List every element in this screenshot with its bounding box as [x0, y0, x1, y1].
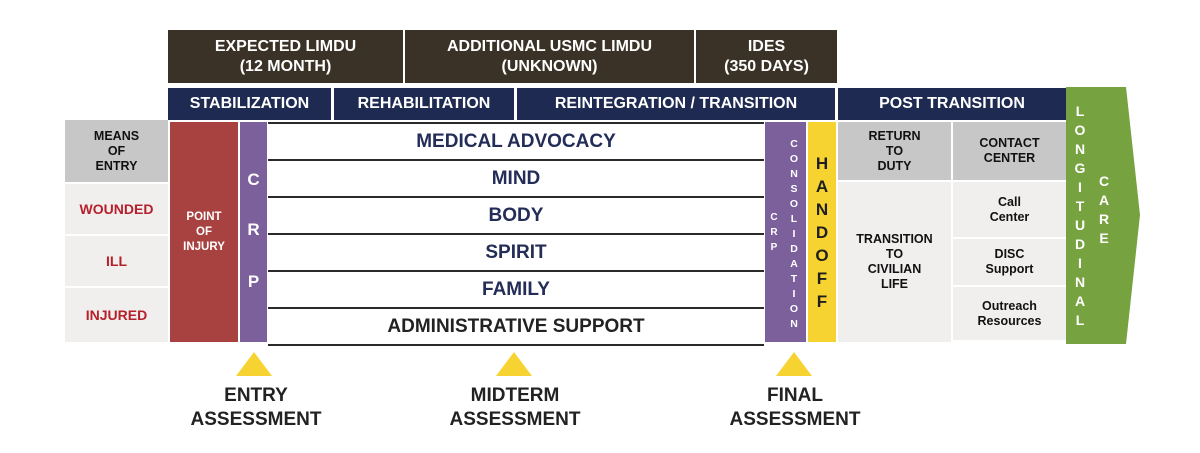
- row-medical-advocacy-label: MEDICAL ADVOCACY: [416, 130, 616, 152]
- handoff-letter-2: A: [815, 176, 829, 196]
- cons-letter-3: N: [790, 167, 798, 180]
- care-letter-2: A: [1098, 192, 1110, 208]
- cons-letter-8: D: [790, 242, 798, 255]
- post-transition-header: POST TRANSITION: [838, 88, 1066, 120]
- longitudinal-letters: L O N G I T U D I N A L: [1068, 100, 1092, 332]
- cons-letter-9: A: [790, 257, 798, 270]
- row-spirit: SPIRIT: [268, 235, 764, 272]
- crp-letter-c: C: [247, 170, 260, 189]
- final-assessment-triangle: [776, 352, 812, 376]
- entry-injured: INJURED: [65, 288, 168, 342]
- cons-letter-11: I: [792, 287, 796, 300]
- row-body: BODY: [268, 198, 764, 235]
- cons-letter-4: S: [790, 182, 798, 195]
- entry-wounded: WOUNDED: [65, 184, 168, 234]
- longitudinal-letter-2: O: [1074, 122, 1086, 138]
- handoff-letter-3: N: [815, 199, 829, 219]
- crp-consolidation-bar: C R P C O N S O L I D A T I O N: [765, 122, 806, 342]
- cons-letter-12: O: [789, 302, 799, 315]
- longitudinal-letter-7: U: [1074, 217, 1086, 233]
- row-administrative-support: ADMINISTRATIVE SUPPORT: [268, 309, 764, 346]
- longitudinal-letter-12: L: [1075, 312, 1085, 328]
- row-body-label: BODY: [488, 204, 544, 226]
- expected-limdu-header: EXPECTED LIMDU (12 MONTH): [168, 30, 403, 83]
- ides-header: IDES (350 DAYS): [696, 30, 837, 83]
- care-letter-4: E: [1099, 230, 1109, 246]
- point-of-injury-label: POINT OF INJURY: [183, 210, 225, 253]
- longitudinal-care-arrow: [1066, 87, 1140, 344]
- disc-support-box: DISC Support: [953, 239, 1066, 285]
- longitudinal-letter-10: N: [1074, 274, 1086, 290]
- longitudinal-letter-6: T: [1075, 198, 1085, 214]
- crp-letter-p: P: [247, 272, 260, 291]
- row-mind-label: MIND: [491, 167, 541, 189]
- handoff-bar: H A N D O F F: [808, 122, 836, 342]
- return-to-duty-box: RETURN TO DUTY: [838, 122, 951, 180]
- handoff-letter-5: O: [815, 245, 829, 265]
- row-administrative-support-label: ADMINISTRATIVE SUPPORT: [387, 315, 645, 337]
- longitudinal-letter-11: A: [1074, 293, 1086, 309]
- row-mind: MIND: [268, 161, 764, 198]
- cons-letter-1: C: [790, 137, 798, 150]
- row-family-label: FAMILY: [482, 278, 550, 300]
- final-assessment-label: FINAL ASSESSMENT: [729, 385, 861, 430]
- cons-letter-7: I: [792, 227, 796, 240]
- midterm-assessment-triangle: [496, 352, 532, 376]
- handoff-letter-7: F: [816, 291, 828, 311]
- consolidation-letters: C O N S O L I D A T I O N: [785, 134, 803, 334]
- cons-crp-letter-1: C: [770, 211, 778, 223]
- longitudinal-letter-3: N: [1074, 141, 1086, 157]
- means-of-entry-header: MEANS OF ENTRY: [65, 120, 168, 182]
- entry-assessment-label: ENTRY ASSESSMENT: [190, 385, 322, 430]
- cons-letter-10: T: [790, 272, 798, 285]
- stabilization-header: STABILIZATION: [168, 88, 331, 120]
- cons-letter-2: O: [789, 152, 799, 165]
- reintegration-transition-header: REINTEGRATION / TRANSITION: [517, 88, 835, 120]
- call-center-box: Call Center: [953, 182, 1066, 237]
- entry-assessment-triangle: [236, 352, 272, 376]
- additional-usmc-limdu-header: ADDITIONAL USMC LIMDU (UNKNOWN): [405, 30, 694, 83]
- crp-letter-r: R: [247, 220, 260, 239]
- contact-center-box: CONTACT CENTER: [953, 122, 1066, 180]
- longitudinal-letter-5: I: [1078, 179, 1082, 195]
- transition-to-civilian-box: TRANSITION TO CIVILIAN LIFE: [838, 182, 951, 342]
- rehabilitation-header: REHABILITATION: [334, 88, 514, 120]
- outreach-resources-box: Outreach Resources: [953, 287, 1066, 340]
- longitudinal-letter-9: I: [1078, 255, 1082, 271]
- cons-crp-letter-2: R: [770, 226, 778, 238]
- longitudinal-letter-4: G: [1074, 160, 1086, 176]
- handoff-letter-1: H: [815, 153, 829, 173]
- cons-letter-13: N: [790, 317, 798, 330]
- entry-ill: ILL: [65, 236, 168, 286]
- crp-entry-bar: C R P: [240, 122, 267, 342]
- row-medical-advocacy: MEDICAL ADVOCACY: [268, 124, 764, 161]
- longitudinal-letter-8: D: [1074, 236, 1086, 252]
- point-of-injury-block: POINT OF INJURY: [170, 122, 238, 342]
- longitudinal-letter-1: L: [1075, 103, 1085, 119]
- consolidation-crp-letters: C R P: [767, 202, 781, 262]
- cons-letter-6: L: [790, 212, 798, 225]
- handoff-letter-4: D: [815, 222, 829, 242]
- care-letters: C A R E: [1092, 168, 1116, 252]
- row-spirit-label: SPIRIT: [485, 241, 547, 263]
- cons-letter-5: O: [789, 197, 799, 210]
- cons-crp-letter-3: P: [770, 241, 778, 253]
- care-rows: MEDICAL ADVOCACY MIND BODY SPIRIT FAMILY…: [268, 122, 764, 346]
- care-letter-1: C: [1098, 173, 1110, 189]
- row-family: FAMILY: [268, 272, 764, 309]
- care-letter-3: R: [1098, 211, 1110, 227]
- midterm-assessment-label: MIDTERM ASSESSMENT: [449, 385, 581, 430]
- handoff-letter-6: F: [816, 268, 828, 288]
